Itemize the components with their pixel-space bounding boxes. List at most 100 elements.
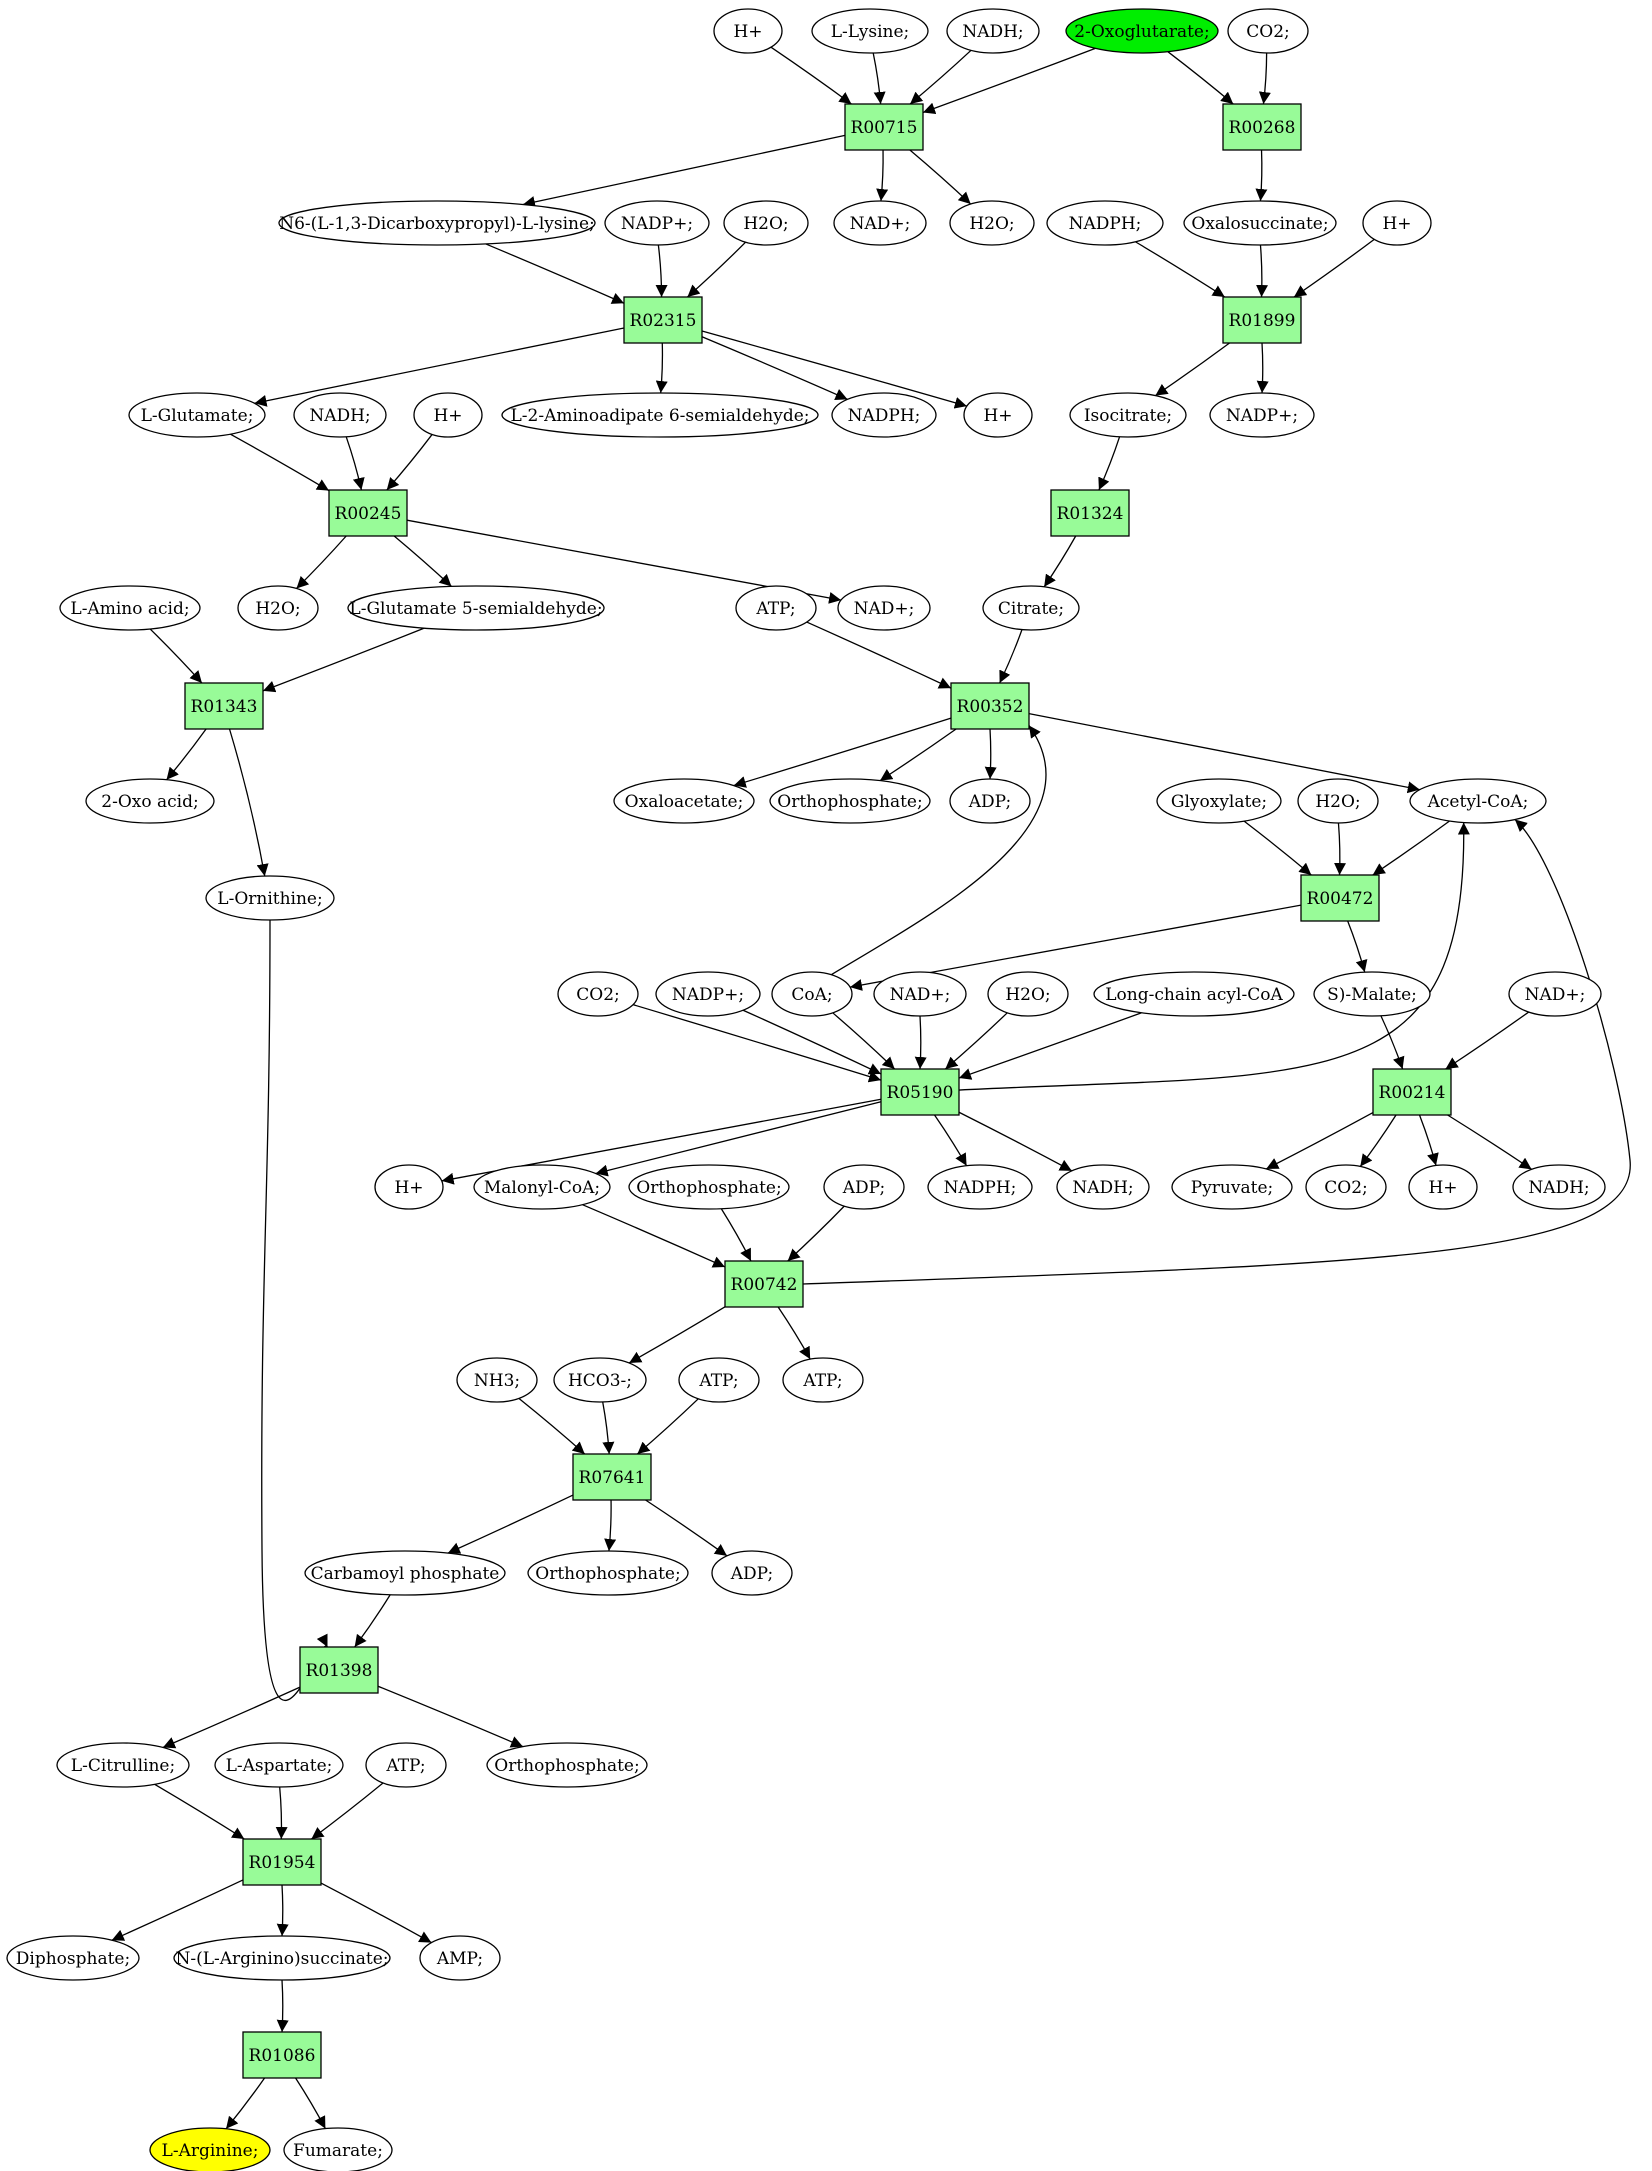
edge-R00742-to-c_acetylcoa xyxy=(802,818,1631,1285)
compound-ellipse xyxy=(501,392,819,438)
compound-label: L-Aspartate; xyxy=(226,1756,333,1776)
reaction-box xyxy=(1222,103,1302,151)
reaction-label: R01954 xyxy=(249,1853,316,1873)
compound-label: Malonyl-CoA; xyxy=(484,1178,600,1198)
reaction-node-r01324: R01324 xyxy=(1050,489,1130,537)
compound-label: L-Ornithine; xyxy=(217,889,322,909)
compound-node-c-acetylcoa: Acetyl-CoA; xyxy=(1409,778,1547,824)
edge-R07641-to-c_carbamoyl xyxy=(447,1494,574,1554)
reaction-label: R00472 xyxy=(1307,889,1374,909)
compound-node-c-ornithine: L-Ornithine; xyxy=(205,875,335,921)
compound-node-c-ortho-2: Orthophosphate; xyxy=(628,1164,790,1210)
compound-label: H+ xyxy=(733,22,762,42)
compound-label: NADH; xyxy=(1528,1178,1589,1198)
reaction-node-r00472: R00472 xyxy=(1300,874,1380,922)
compound-ellipse xyxy=(831,392,937,438)
edge-c_glutamate-to-R00245 xyxy=(230,433,330,492)
compound-label: CoA; xyxy=(791,985,832,1005)
compound-node-c-lysine: L-Lysine; xyxy=(811,8,929,54)
reaction-label: R01324 xyxy=(1057,504,1124,524)
edge-R01324-to-c_citrate xyxy=(1043,535,1077,588)
reaction-label: R01899 xyxy=(1229,311,1296,331)
compound-label: CO2; xyxy=(1324,1178,1368,1198)
reaction-box xyxy=(880,1068,960,1116)
reaction-node-r00742: R00742 xyxy=(724,1260,804,1308)
edge-R00715-to-c_nad_1 xyxy=(876,149,889,202)
compound-label: NADP+; xyxy=(1226,406,1298,426)
reaction-box xyxy=(1372,1068,1452,1116)
compound-ellipse xyxy=(473,1164,611,1210)
edge-c_lysine-to-R00715 xyxy=(872,52,886,105)
edge-R07641-to-c_adp_3 xyxy=(645,1499,728,1557)
compound-label: H+ xyxy=(1382,214,1411,234)
compound-label: NADPH; xyxy=(848,406,921,426)
compound-node-c-h2o-5: H2O; xyxy=(987,971,1069,1017)
edge-c_malate-to-R00214 xyxy=(1380,1015,1405,1070)
compound-node-c-atp-1: ATP; xyxy=(735,585,817,631)
compound-node-c-nadph-3: NADPH; xyxy=(927,1164,1033,1210)
edge-c_aminoacid-to-R01343 xyxy=(149,628,203,684)
edge-R00352-to-c_adp_1 xyxy=(984,728,997,780)
reaction-node-r01954: R01954 xyxy=(242,1838,322,1886)
compound-node-c-fumarate: Fumarate; xyxy=(283,2127,393,2171)
compound-ellipse xyxy=(823,1164,905,1210)
compound-node-c-hplus-6: H+ xyxy=(1408,1164,1478,1210)
compound-node-c-nad-1: NAD+; xyxy=(833,200,927,246)
compound-ellipse xyxy=(1093,971,1295,1017)
compound-label: Glyoxylate; xyxy=(1171,792,1267,812)
compound-label: L-Amino acid; xyxy=(70,599,189,619)
compound-ellipse xyxy=(59,585,201,631)
edge-c_oxoglutarate-to-R00715 xyxy=(922,47,1096,115)
compound-label: NAD+; xyxy=(854,599,915,619)
compound-label: CO2; xyxy=(1246,22,1290,42)
compound-node-c-malonylcoa: Malonyl-CoA; xyxy=(473,1164,611,1210)
edge-c_oxoglutarate-to-R00268 xyxy=(1167,51,1234,105)
compound-node-c-saccharopine: N6-(L-1,3-Dicarboxypropyl)-L-lysine; xyxy=(278,200,596,246)
compound-node-c-h2o-3: H2O; xyxy=(237,585,319,631)
compound-node-c-oxaloacetate: Oxaloacetate; xyxy=(613,778,755,824)
compound-ellipse xyxy=(278,200,596,246)
compound-ellipse xyxy=(553,1357,647,1403)
reaction-node-r01086: R01086 xyxy=(242,2031,322,2079)
compound-label: NADPH; xyxy=(944,1178,1017,1198)
reaction-label: R01343 xyxy=(191,697,258,717)
compound-ellipse xyxy=(283,2127,393,2171)
compound-ellipse xyxy=(128,392,266,438)
compound-label: Citrate; xyxy=(998,599,1064,619)
compound-ellipse xyxy=(486,1742,648,1788)
edge-c_atp_1-to-R00352 xyxy=(806,621,952,689)
edge-R01343-to-c_oxoacid xyxy=(166,728,207,781)
edge-R00352-to-c_oxaloacetate xyxy=(733,717,952,788)
compound-ellipse xyxy=(604,200,710,246)
edge-R00214-to-c_hplus_6 xyxy=(1418,1114,1439,1166)
compound-ellipse xyxy=(735,585,817,631)
compound-ellipse xyxy=(811,8,929,54)
edge-c_co2_1-to-R00268 xyxy=(1258,52,1271,105)
compound-ellipse xyxy=(1069,392,1187,438)
compound-label: Fumarate; xyxy=(293,2141,383,2161)
compound-node-c-citrate: Citrate; xyxy=(982,585,1080,631)
compound-node-c-hplus-5: H+ xyxy=(374,1164,444,1210)
compound-label: NH3; xyxy=(474,1371,520,1391)
compound-node-c-atp-3: ATP; xyxy=(782,1357,864,1403)
compound-label: Diphosphate; xyxy=(16,1949,130,1969)
compound-ellipse xyxy=(1297,778,1379,824)
compound-node-c-h2o-2: H2O; xyxy=(949,200,1035,246)
compound-label: NADP+; xyxy=(621,214,693,234)
compound-label: NADH; xyxy=(1072,1178,1133,1198)
reaction-node-r02315: R02315 xyxy=(623,296,703,344)
edge-c_saccharopine-to-R02315 xyxy=(485,243,625,304)
compound-ellipse xyxy=(149,2127,271,2171)
compound-ellipse xyxy=(837,585,931,631)
edge-R00214-to-c_co2_3 xyxy=(1359,1114,1397,1167)
compound-ellipse xyxy=(927,1164,1033,1210)
edge-R01954-to-c_argsucc xyxy=(276,1884,289,1937)
edge-c_coa-to-R05190 xyxy=(832,1012,896,1070)
compound-label: H+ xyxy=(433,406,462,426)
compound-label: N6-(L-1,3-Dicarboxypropyl)-L-lysine; xyxy=(279,214,595,234)
compound-ellipse xyxy=(949,778,1031,824)
compound-ellipse xyxy=(557,971,639,1017)
compound-ellipse xyxy=(237,585,319,631)
compound-node-c-h2o-1: H2O; xyxy=(723,200,809,246)
compound-node-c-oxoacid: 2-Oxo acid; xyxy=(85,778,215,824)
